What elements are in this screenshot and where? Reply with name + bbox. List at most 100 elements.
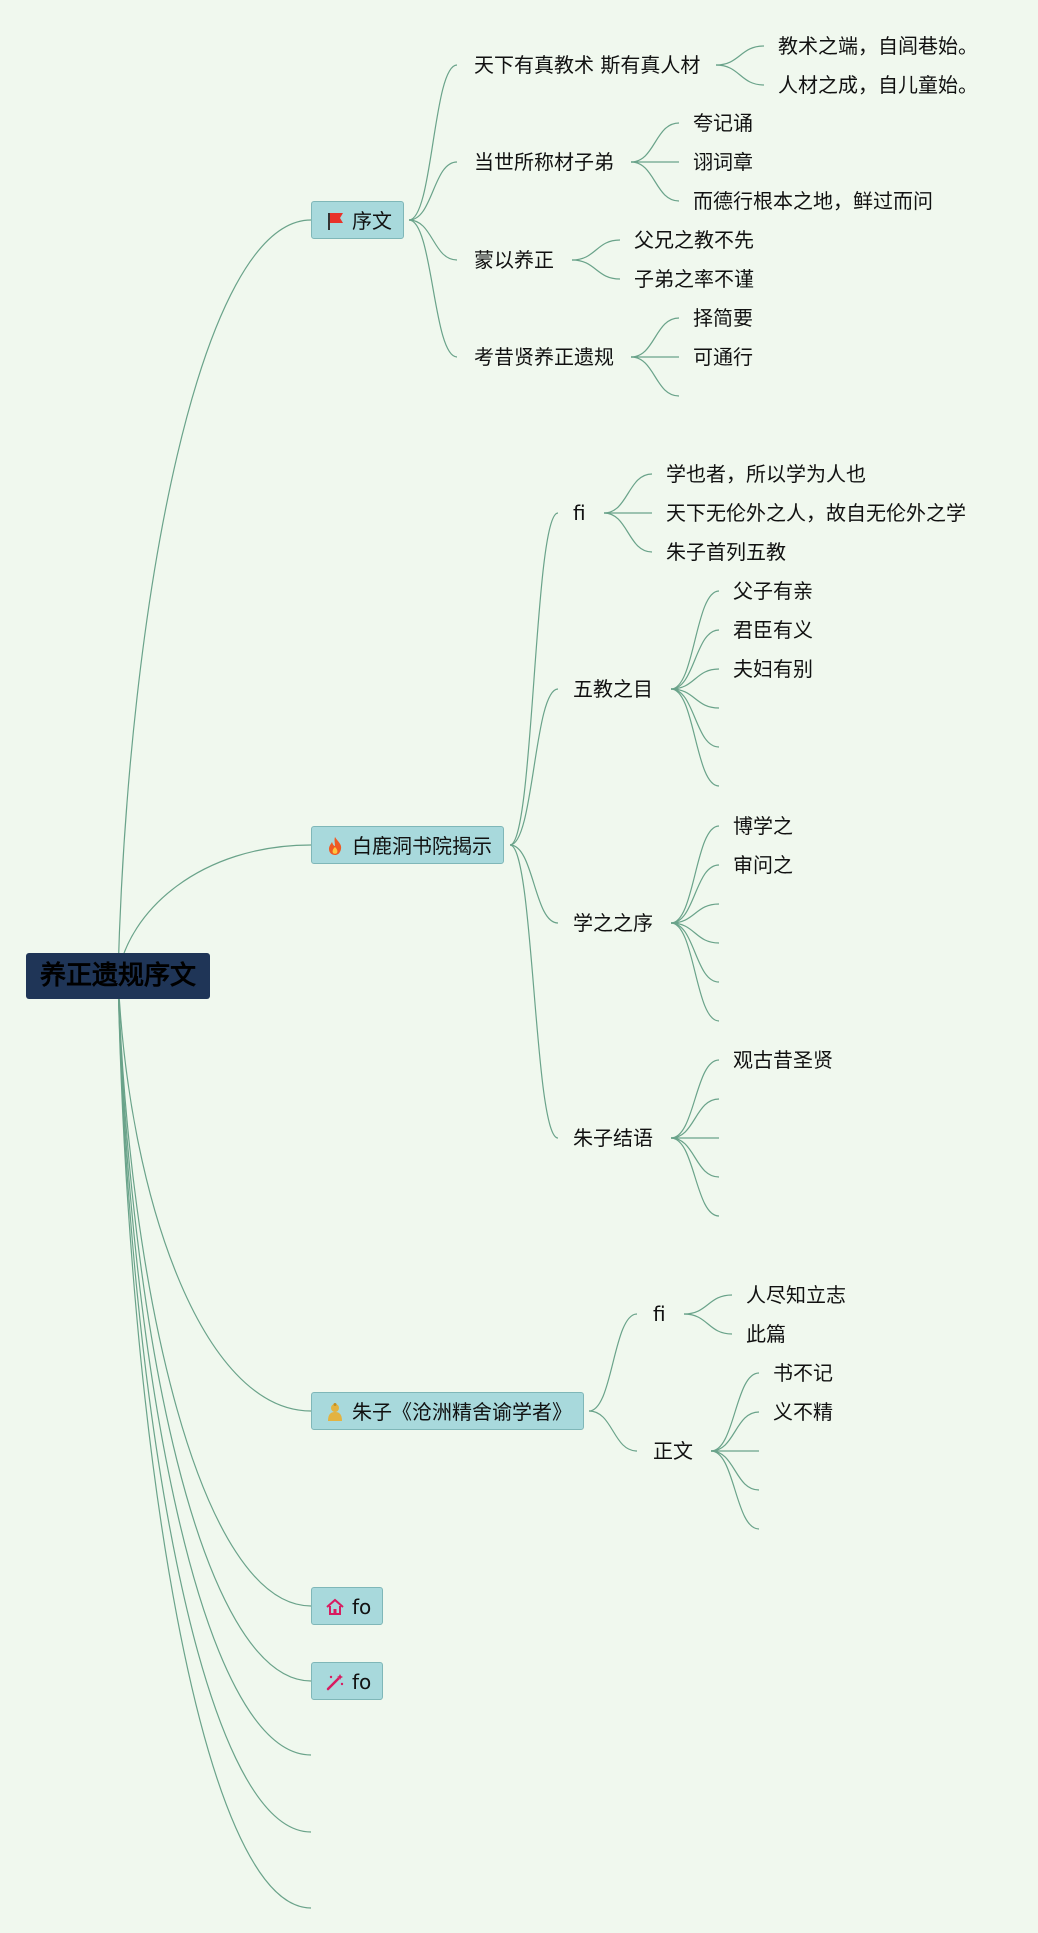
sub-node[interactable]: 当世所称材子弟: [474, 150, 614, 174]
root-node[interactable]: 养正遗规序文: [26, 953, 210, 999]
branch-node-cangzhou[interactable]: 朱子《沧洲精舍谕学者》: [311, 1392, 584, 1430]
branch-link: [588, 1410, 638, 1452]
leaf-node[interactable]: 君臣有义: [733, 618, 813, 642]
leaf-link: [683, 1294, 733, 1315]
leaf-node[interactable]: 义不精: [773, 1400, 833, 1424]
leaf-link: [670, 825, 720, 924]
branch-node-bailudong[interactable]: 白鹿洞书院揭示: [311, 826, 504, 864]
branch-link: [408, 161, 458, 221]
leaf-node[interactable]: 夸记诵: [693, 111, 753, 135]
leaf-link: [715, 64, 765, 86]
leaf-link: [603, 512, 653, 553]
leaf-node[interactable]: 可通行: [693, 345, 753, 369]
branch-link: [509, 512, 559, 846]
sub-node[interactable]: 天下有真教术 斯有真人材: [474, 53, 701, 77]
branch-link: [509, 844, 559, 1139]
root-link: [117, 975, 312, 1756]
leaf-node[interactable]: 诩词章: [693, 150, 753, 174]
leaf-link: [670, 688, 720, 748]
root-link: [117, 975, 312, 1412]
leaf-node[interactable]: 人尽知立志: [746, 1283, 846, 1307]
leaf-link: [670, 688, 720, 787]
leaf-node[interactable]: 观古昔圣贤: [733, 1048, 833, 1072]
leaf-link: [630, 161, 680, 202]
branch-node-fo-wand[interactable]: fo: [311, 1662, 384, 1700]
red-flag-icon: [325, 211, 345, 231]
leaf-node[interactable]: 夫妇有别: [733, 657, 813, 681]
leaf-node[interactable]: 学也者，所以学为人也: [666, 462, 866, 486]
branch-label: fo: [352, 1670, 372, 1694]
leaf-link: [710, 1372, 760, 1452]
leaf-link: [571, 239, 621, 261]
sub-node[interactable]: 朱子结语: [573, 1126, 653, 1150]
leaf-link: [670, 1137, 720, 1217]
house-icon: [325, 1597, 345, 1617]
leaf-link: [670, 1098, 720, 1139]
sub-node[interactable]: 学之之序: [573, 911, 653, 935]
branch-label: 朱子《沧洲精舍谕学者》: [352, 1400, 572, 1424]
leaf-link: [603, 473, 653, 514]
leaf-link: [670, 668, 720, 690]
sub-node[interactable]: fi: [573, 501, 586, 525]
leaf-node[interactable]: 子弟之率不谨: [634, 267, 754, 291]
leaf-node[interactable]: 父兄之教不先: [634, 228, 754, 252]
leaf-link: [710, 1450, 760, 1491]
magic-wand-icon: [325, 1672, 345, 1692]
leaf-link: [670, 590, 720, 690]
root-link: [117, 975, 312, 1682]
leaf-link: [670, 688, 720, 709]
leaf-node[interactable]: 父子有亲: [733, 579, 813, 603]
leaf-node[interactable]: 审问之: [733, 853, 793, 877]
branch-link: [509, 688, 559, 846]
leaf-node[interactable]: 书不记: [773, 1361, 833, 1385]
leaf-link: [670, 864, 720, 924]
leaf-node[interactable]: 博学之: [733, 814, 793, 838]
leaf-node[interactable]: 朱子首列五教: [666, 540, 786, 564]
sub-node[interactable]: 正文: [653, 1439, 693, 1463]
leaf-link: [683, 1313, 733, 1335]
branch-label: 序文: [352, 209, 392, 233]
leaf-link: [670, 922, 720, 944]
leaf-node[interactable]: 此篇: [746, 1322, 786, 1346]
branch-link: [509, 844, 559, 924]
branch-label: 白鹿洞书院揭示: [352, 834, 492, 858]
fire-icon: [325, 836, 345, 856]
branch-link: [408, 219, 458, 358]
leaf-node[interactable]: 天下无伦外之人，故自无伦外之学: [666, 501, 966, 525]
leaf-link: [670, 903, 720, 924]
root-link: [117, 975, 312, 1607]
leaf-link: [571, 259, 621, 280]
root-link: [117, 219, 312, 977]
branch-node-preface[interactable]: 序文: [311, 201, 404, 239]
sub-node[interactable]: fi: [653, 1302, 666, 1326]
branch-link: [588, 1313, 638, 1412]
leaf-link: [670, 1059, 720, 1139]
branch-node-fo-house[interactable]: fo: [311, 1587, 384, 1625]
leaf-node[interactable]: 人材之成，自儿童始。: [778, 73, 978, 97]
root-link: [117, 975, 312, 1909]
leaf-link: [670, 922, 720, 1022]
root-link: [117, 975, 312, 1833]
buddha-icon: [325, 1402, 345, 1422]
sub-node[interactable]: 蒙以养正: [474, 248, 554, 272]
branch-link: [408, 64, 458, 221]
leaf-node[interactable]: 择简要: [693, 306, 753, 330]
leaf-link: [710, 1411, 760, 1452]
leaf-link: [630, 122, 680, 163]
sub-node[interactable]: 考昔贤养正遗规: [474, 345, 614, 369]
root-link: [117, 844, 312, 977]
leaf-node[interactable]: 而德行根本之地，鲜过而问: [693, 189, 933, 213]
branch-link: [408, 219, 458, 261]
leaf-node[interactable]: 教术之端，自闾巷始。: [778, 34, 978, 58]
leaf-link: [710, 1450, 760, 1530]
branch-label: fo: [352, 1595, 372, 1619]
leaf-link: [670, 629, 720, 690]
leaf-link: [670, 922, 720, 983]
leaf-link: [715, 45, 765, 66]
leaf-link: [630, 356, 680, 397]
sub-node[interactable]: 五教之目: [573, 677, 653, 701]
leaf-link: [630, 317, 680, 358]
leaf-link: [670, 1137, 720, 1178]
